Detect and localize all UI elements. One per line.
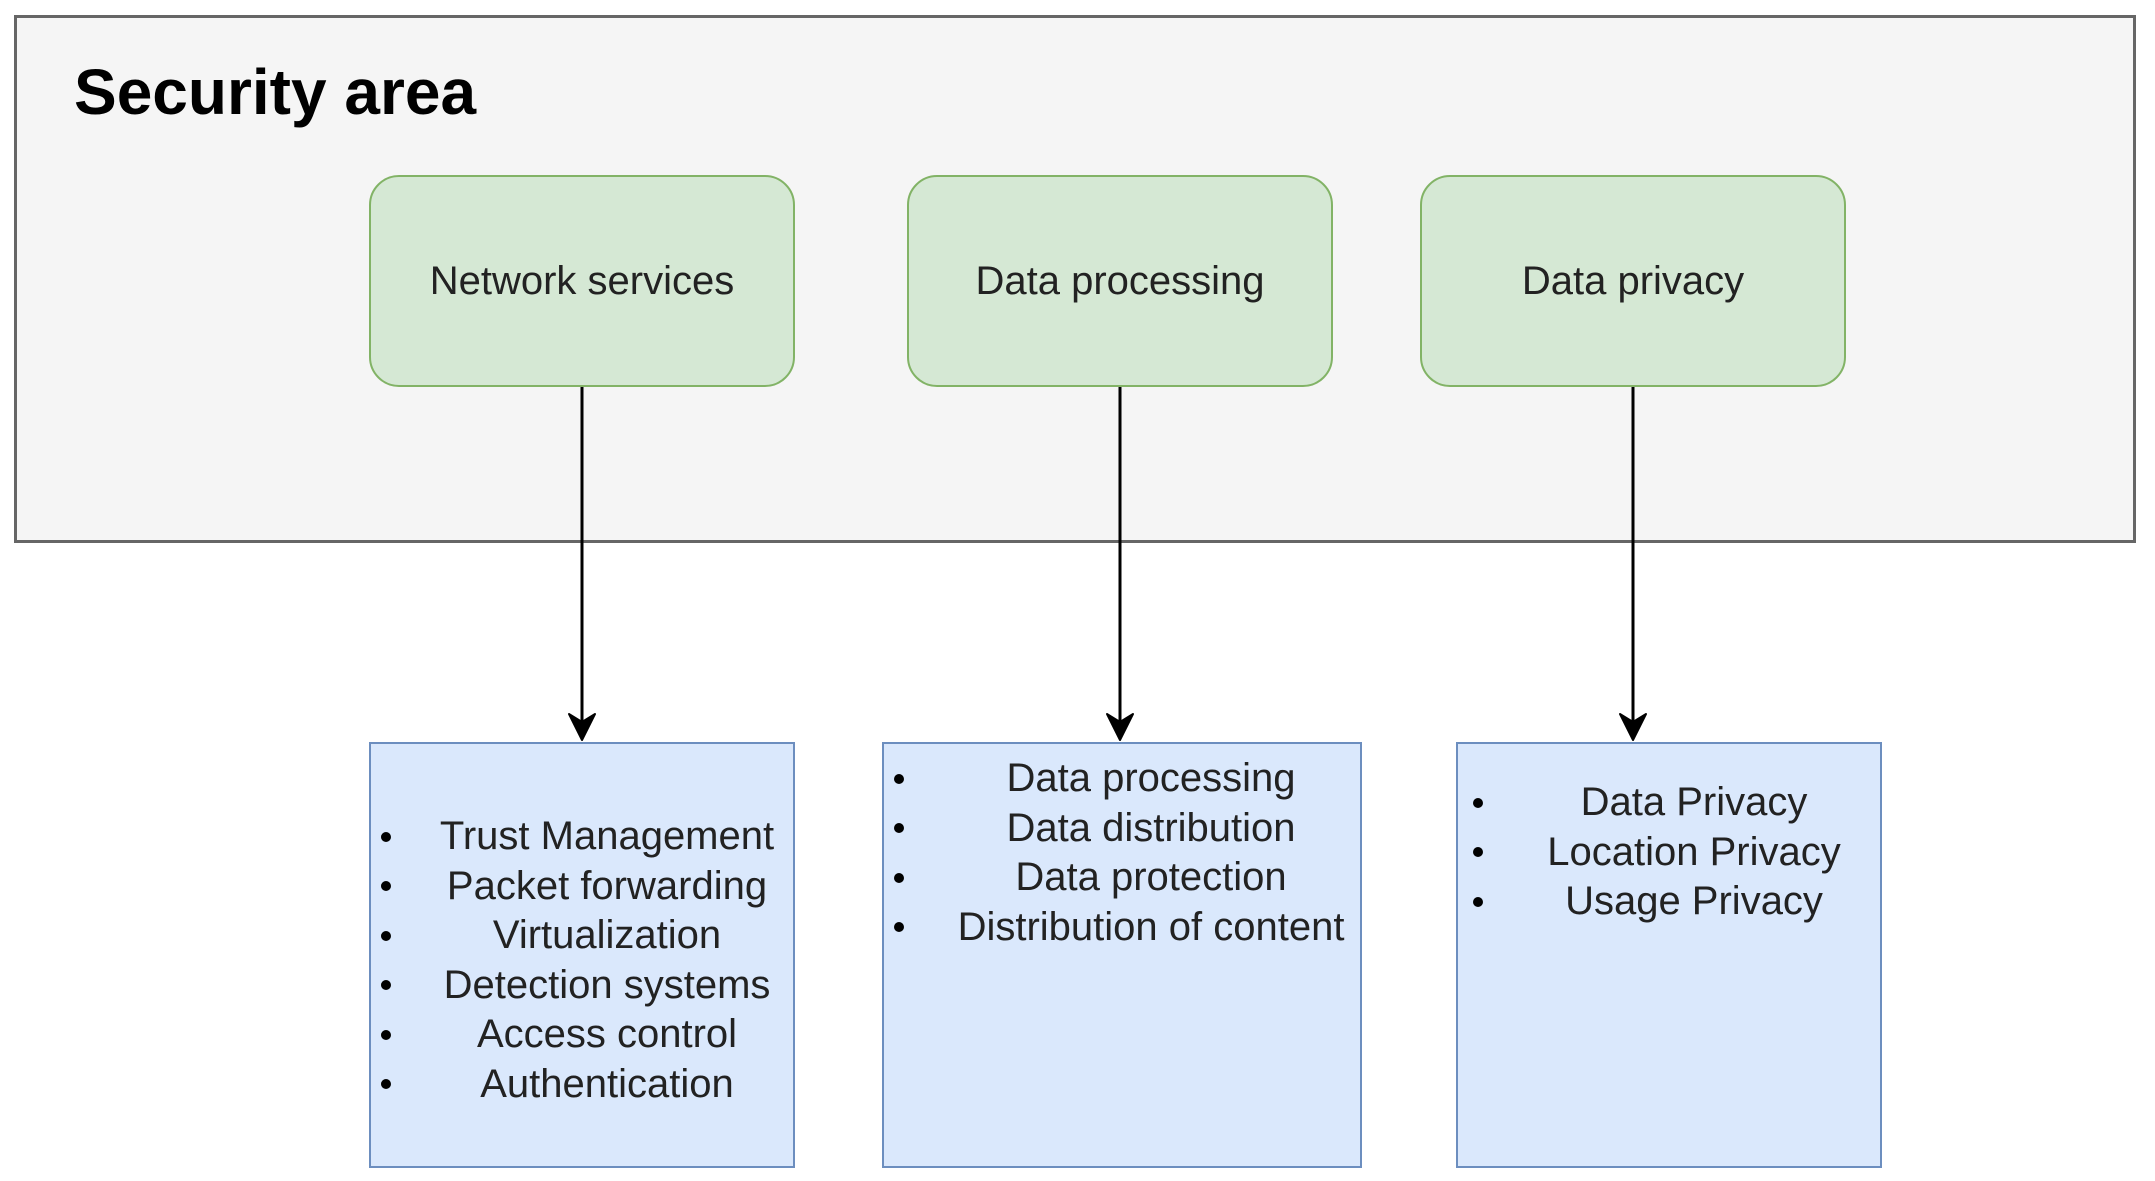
- bullet-icon: [1473, 896, 1483, 907]
- category-network-services: Network services: [369, 175, 795, 387]
- list-item-label: Packet forwarding: [446, 863, 768, 908]
- detail-box-network-services: Trust Management Packet forwarding Virtu…: [369, 742, 795, 1168]
- list-item: Detection systems: [381, 961, 793, 1011]
- bullet-icon: [381, 831, 391, 842]
- list-item: Data Privacy: [1473, 778, 1880, 828]
- arrowhead-icon: [1619, 713, 1647, 741]
- list-item: Access control: [381, 1010, 793, 1060]
- bullet-icon: [1473, 847, 1483, 858]
- list-item: Data processing: [894, 754, 1360, 804]
- category-data-privacy: Data privacy: [1420, 175, 1846, 387]
- bullet-icon: [894, 872, 904, 883]
- bullet-icon: [381, 1079, 391, 1090]
- bullet-icon: [381, 881, 391, 892]
- list-item-label: Trust Management: [439, 814, 775, 858]
- detail-list-data-processing: Data processing Data distribution Data p…: [894, 754, 1360, 953]
- list-item-label: Data processing: [1006, 756, 1296, 800]
- arrowhead-icon: [1106, 713, 1134, 741]
- list-item: Trust Management: [381, 812, 793, 862]
- list-item: Usage Privacy: [1473, 877, 1880, 927]
- list-item-label: Data Privacy: [1580, 780, 1808, 824]
- list-item-label: Location Privacy: [1547, 829, 1841, 874]
- list-item: Location Privacy: [1473, 828, 1880, 878]
- arrow-network-services: [568, 387, 596, 741]
- list-item-label: Usage Privacy: [1565, 879, 1823, 923]
- bullet-icon: [381, 1029, 391, 1040]
- security-area-title: Security area: [74, 56, 477, 128]
- list-item-label: Authentication: [480, 1061, 734, 1106]
- list-item-label: Virtualization: [492, 913, 722, 957]
- bullet-icon: [894, 773, 904, 784]
- detail-box-data-processing: Data processing Data distribution Data p…: [882, 742, 1362, 1168]
- bullet-icon: [381, 930, 391, 941]
- bullet-icon: [894, 922, 904, 933]
- list-item: Data distribution: [894, 804, 1360, 854]
- detail-list-data-privacy: Data Privacy Location Privacy Usage Priv…: [1473, 778, 1880, 927]
- bullet-icon: [1473, 797, 1483, 808]
- list-item-label: Data protection: [1015, 855, 1287, 899]
- list-item-label: Data distribution: [1006, 805, 1296, 850]
- arrowhead-icon: [568, 713, 596, 741]
- list-item-label: Detection systems: [443, 962, 771, 1007]
- list-item: Authentication: [381, 1060, 793, 1110]
- list-item: Data protection: [894, 853, 1360, 903]
- list-item: Distribution of content: [894, 903, 1360, 953]
- arrow-data-processing: [1106, 387, 1134, 741]
- list-item-label: Distribution of content: [957, 904, 1345, 949]
- arrow-data-privacy: [1619, 387, 1647, 741]
- bullet-icon: [381, 980, 391, 991]
- list-item-label: Access control: [476, 1012, 738, 1056]
- bullet-icon: [894, 823, 904, 834]
- detail-list-network-services: Trust Management Packet forwarding Virtu…: [381, 812, 793, 1110]
- detail-box-data-privacy: Data Privacy Location Privacy Usage Priv…: [1456, 742, 1882, 1168]
- category-data-processing: Data processing: [907, 175, 1333, 387]
- list-item: Virtualization: [381, 911, 793, 961]
- list-item: Packet forwarding: [381, 862, 793, 912]
